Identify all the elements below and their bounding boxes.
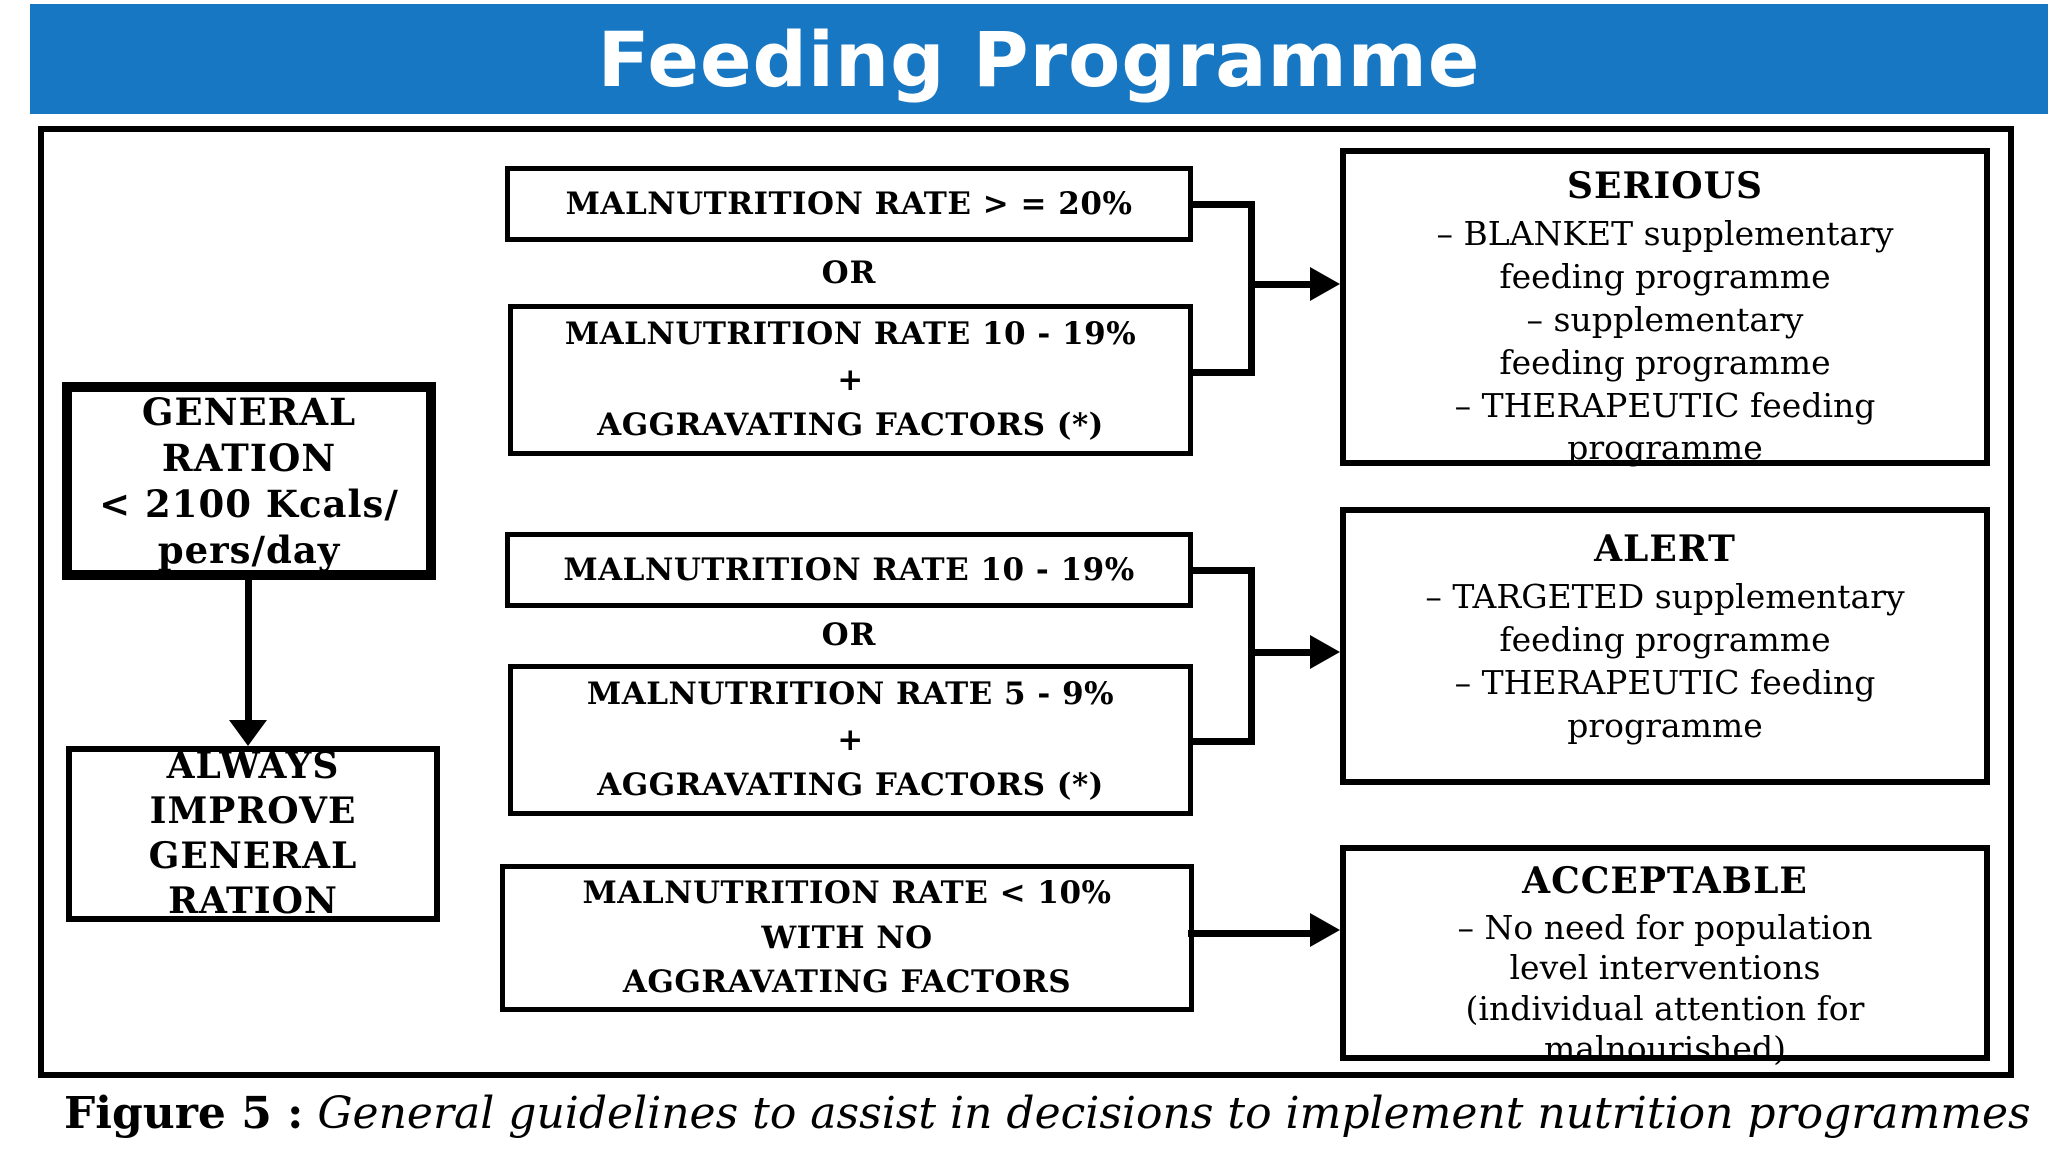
always-improve-line: RATION [168,880,338,922]
caption-label: Figure 5 : [64,1088,304,1139]
outcome-line: – supplementary [1526,299,1804,339]
general-ration-line: GENERAL [141,389,357,434]
malnutrition-rate-under-10-box: MALNUTRITION RATE < 10% WITH NO AGGRAVAT… [500,864,1194,1012]
always-improve-line: GENERAL [148,835,358,877]
condition-text: WITH NO [761,919,933,956]
malnutrition-rate-10-19-aggravating-box: MALNUTRITION RATE 10 - 19% + AGGRAVATING… [508,304,1193,456]
always-improve-line: IMPROVE [149,790,357,832]
page-title: Feeding Programme [597,14,1481,104]
always-improve-line: ALWAYS [166,745,340,787]
condition-text: MALNUTRITION RATE 5 - 9% [586,676,1115,713]
arrow-right-icon [1310,267,1340,301]
connector-line [1248,201,1255,376]
outcome-line: (individual attention for [1465,988,1865,1028]
figure-frame [38,126,2014,1078]
connector-line [1188,738,1255,745]
arrow-right-icon [1310,913,1340,947]
condition-text: AGGRAVATING FACTORS (*) [597,406,1104,443]
outcome-line: – THERAPEUTIC feeding [1454,662,1876,702]
connector-line [1188,930,1312,937]
connector-line [1248,567,1255,745]
caption-text: General guidelines to assist in decision… [317,1088,2031,1139]
or-text: OR [821,617,877,653]
outcome-line: – TARGETED supplementary [1425,577,1905,616]
outcome-line: programme [1567,428,1763,468]
or-text: OR [821,255,877,291]
plus-sign: + [837,361,864,398]
outcome-line: level interventions [1509,948,1821,988]
condition-text: MALNUTRITION RATE < 10% [582,875,1112,912]
general-ration-line: RATION [161,435,337,480]
outcome-serious-box: SERIOUS – BLANKET supplementary feeding … [1340,148,1990,467]
down-arrow-line [245,580,252,722]
outcome-line: feeding programme [1499,256,1831,296]
arrow-down-icon [229,720,267,746]
outcome-title: SERIOUS [1567,165,1763,207]
connector-line [1252,281,1312,288]
outcome-alert-box: ALERT – TARGETED supplementary feeding p… [1340,507,1990,785]
general-ration-line: pers/day [157,528,341,573]
condition-text: MALNUTRITION RATE 10 - 19% [563,551,1135,588]
connector-line [1188,201,1255,208]
outcome-title: ACCEPTABLE [1522,860,1808,902]
general-ration-line: < 2100 Kcals/ [99,482,399,526]
or-label: OR [505,612,1193,658]
outcome-line: feeding programme [1499,619,1831,659]
outcome-line: programme [1567,705,1763,745]
general-ration-box: GENERAL RATION < 2100 Kcals/ pers/day [62,382,436,580]
outcome-acceptable-box: ACCEPTABLE – No need for population leve… [1340,845,1990,1068]
malnutrition-rate-20-box: MALNUTRITION RATE > = 20% [505,166,1193,242]
always-improve-box: ALWAYS IMPROVE GENERAL RATION [66,745,440,922]
malnutrition-rate-5-9-aggravating-box: MALNUTRITION RATE 5 - 9% + AGGRAVATING F… [508,664,1193,816]
condition-text: MALNUTRITION RATE > = 20% [565,185,1133,222]
connector-line [1188,369,1255,376]
malnutrition-rate-10-19-box: MALNUTRITION RATE 10 - 19% [505,532,1193,608]
condition-text: AGGRAVATING FACTORS [622,963,1072,1000]
outcome-line: – No need for population [1457,908,1873,947]
outcome-line: feeding programme [1499,342,1831,382]
connector-line [1252,649,1312,656]
header-bar: Feeding Programme [30,4,2048,114]
arrow-right-icon [1310,635,1340,669]
connector-line [1188,567,1255,574]
outcome-title: ALERT [1594,528,1736,570]
outcome-line: malnourished) [1544,1028,1786,1068]
outcome-line: – BLANKET supplementary [1436,214,1894,253]
condition-text: MALNUTRITION RATE 10 - 19% [564,316,1137,353]
plus-sign: + [837,721,864,758]
outcome-line: – THERAPEUTIC feeding [1454,385,1876,425]
condition-text: AGGRAVATING FACTORS (*) [597,766,1104,803]
or-label: OR [505,250,1193,296]
figure-caption: Figure 5 : General guidelines to assist … [64,1088,2031,1139]
